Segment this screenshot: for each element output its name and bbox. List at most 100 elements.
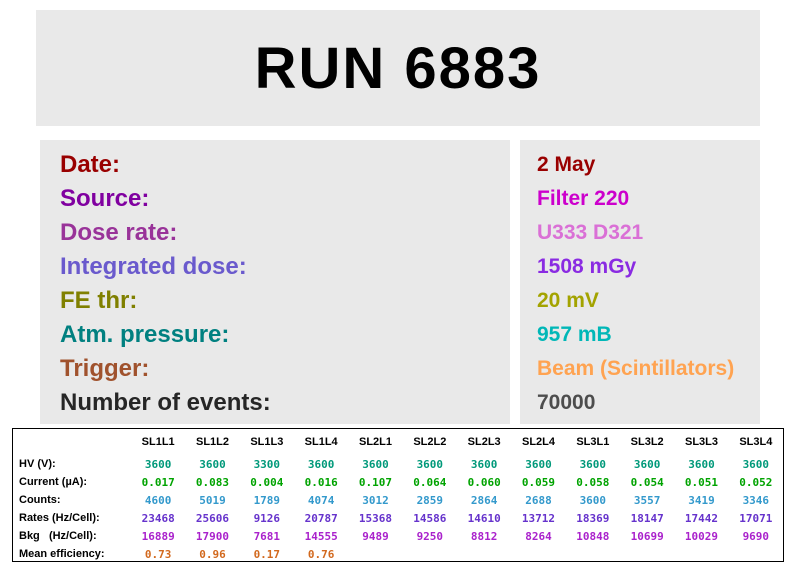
table-cell: 15368 (358, 511, 393, 525)
table-cell: 0.059 (521, 475, 556, 489)
table-cell: 0.107 (358, 475, 393, 489)
column-header: SL2L1 (358, 436, 392, 448)
table-cell: 0.016 (304, 475, 338, 489)
table-cell: 14586 (413, 511, 447, 525)
table-cell: 10029 (684, 529, 719, 543)
table-cell: 18147 (630, 511, 664, 525)
table-cell: 23468 (141, 511, 175, 525)
title-banner: RUN 6883 (36, 10, 760, 126)
row-label: Bkg (Hz/Cell): (19, 530, 97, 542)
table-cell: 17900 (195, 529, 230, 543)
table-cell: 3600 (525, 457, 552, 471)
table-cell: 2864 (470, 493, 498, 507)
table-cell: 0.017 (141, 475, 175, 489)
table-cell: 3600 (633, 457, 661, 471)
table-cell: 3600 (742, 457, 770, 471)
table-cell: 2688 (525, 493, 552, 507)
table-cell: 3600 (470, 457, 498, 471)
table-cell: 3600 (362, 457, 389, 471)
table-cell: 0.052 (739, 475, 773, 489)
table-cell: 8264 (525, 529, 552, 543)
row-label: Mean efficiency: (19, 548, 105, 560)
column-header: SL3L2 (630, 436, 664, 448)
table-cell: 3600 (579, 493, 607, 507)
table-cell: 0.058 (576, 475, 610, 489)
table-cell: 13712 (521, 511, 556, 525)
column-header: SL2L2 (413, 436, 447, 448)
info-label: FE thr: (60, 287, 138, 314)
table-cell: 3600 (688, 457, 715, 471)
table-cell: 3600 (579, 457, 607, 471)
info-value: 20 mV (537, 289, 599, 312)
info-value: 1508 mGy (537, 255, 637, 278)
table-cell: 0.064 (413, 475, 447, 489)
table-cell: 3600 (144, 457, 172, 471)
table-cell: 14555 (304, 529, 338, 543)
column-header: SL3L4 (739, 436, 773, 448)
info-label: Dose rate: (60, 219, 178, 246)
table-cell: 4600 (144, 493, 172, 507)
table-cell: 17442 (684, 511, 719, 525)
info-value: U333 D321 (537, 221, 644, 244)
table-cell: 3557 (633, 493, 661, 507)
column-header: SL3L3 (684, 436, 718, 448)
info-labels-panel: Date: Source: Dose rate: Integrated dose: FE… (40, 140, 510, 424)
table-cell: 9126 (253, 511, 281, 525)
table-cell: 0.17 (253, 547, 281, 561)
info-label: Atm. pressure: (60, 321, 230, 348)
column-header: SL2L4 (521, 436, 555, 448)
row-label: Current (µA): (19, 476, 88, 488)
row-label: Counts: (19, 494, 61, 506)
table-cell: 10848 (576, 529, 610, 543)
table-cell: 5019 (199, 493, 226, 507)
column-header: SL1L1 (141, 436, 175, 448)
info-label: Date: (60, 151, 121, 178)
column-header: SL2L3 (467, 436, 501, 448)
table-cell: 0.004 (250, 475, 284, 489)
table-cell: 14610 (467, 511, 501, 525)
table-cell: 8812 (470, 529, 498, 543)
table-cell: 2859 (416, 493, 444, 507)
table-cell: 0.96 (199, 547, 226, 561)
table-cell: 3346 (742, 493, 770, 507)
table-cell: 0.083 (195, 475, 230, 489)
table-cell: 3012 (362, 493, 389, 507)
info-value: 957 mB (537, 323, 612, 346)
row-label: Rates (Hz/Cell): (19, 512, 100, 524)
info-value: 2 May (537, 153, 596, 176)
info-label: Integrated dose: (60, 253, 247, 280)
table-cell: 4074 (307, 493, 335, 507)
table-cell: 10699 (630, 529, 664, 543)
table-cell: 16889 (141, 529, 175, 543)
table-cell: 0.73 (144, 547, 172, 561)
table-cell: 3600 (307, 457, 335, 471)
table-cell: 18369 (576, 511, 610, 525)
column-header: SL1L4 (304, 436, 338, 448)
table-cell: 20787 (304, 511, 338, 525)
table-cell: 17071 (739, 511, 773, 525)
info-value: Beam (Scintillators) (537, 357, 735, 380)
table-cell: 25606 (195, 511, 230, 525)
table-cell: 7681 (253, 529, 281, 543)
table-cell: 9250 (416, 529, 444, 543)
table-cell: 0.054 (630, 475, 664, 489)
table-cell: 9690 (742, 529, 770, 543)
table-cell: 1789 (253, 493, 281, 507)
table-cell: 0.051 (684, 475, 719, 489)
info-value: 70000 (537, 391, 596, 414)
table-cell: 3600 (416, 457, 444, 471)
info-value: Filter 220 (537, 187, 630, 210)
table-cell: 3300 (253, 457, 281, 471)
table-cell: 3600 (199, 457, 226, 471)
row-label: HV (V): (19, 458, 56, 470)
table-cell: 0.76 (307, 547, 335, 561)
info-label: Source: (60, 185, 150, 212)
info-label: Number of events: (60, 389, 271, 416)
column-header: SL3L1 (576, 436, 610, 448)
info-label: Trigger: (60, 355, 150, 382)
table-cell: 0.060 (467, 475, 501, 489)
table-cell: 3419 (688, 493, 715, 507)
column-header: SL1L3 (250, 436, 284, 448)
